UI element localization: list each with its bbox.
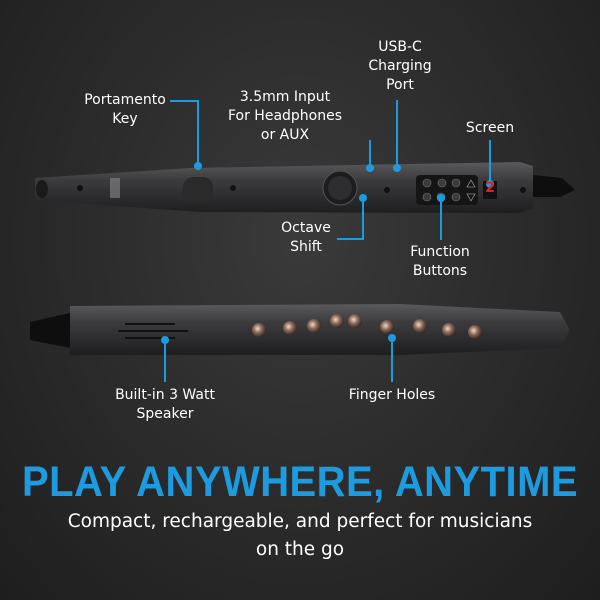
headline: PLAY ANYWHERE, ANYTIME xyxy=(21,458,579,506)
subtitle: Compact, rechargeable, and perfect for m… xyxy=(67,511,533,560)
instrument-top-view xyxy=(35,162,575,213)
instrument-front-view xyxy=(30,304,570,355)
callout-lines xyxy=(164,100,491,382)
callout-finger-holes: Finger Holes xyxy=(348,387,436,403)
function-button-panel xyxy=(416,175,478,205)
callout-screen: Screen xyxy=(465,120,515,136)
callout-dots xyxy=(161,162,494,344)
screen-digit: 2 xyxy=(485,180,495,196)
finger-holes xyxy=(252,314,482,339)
